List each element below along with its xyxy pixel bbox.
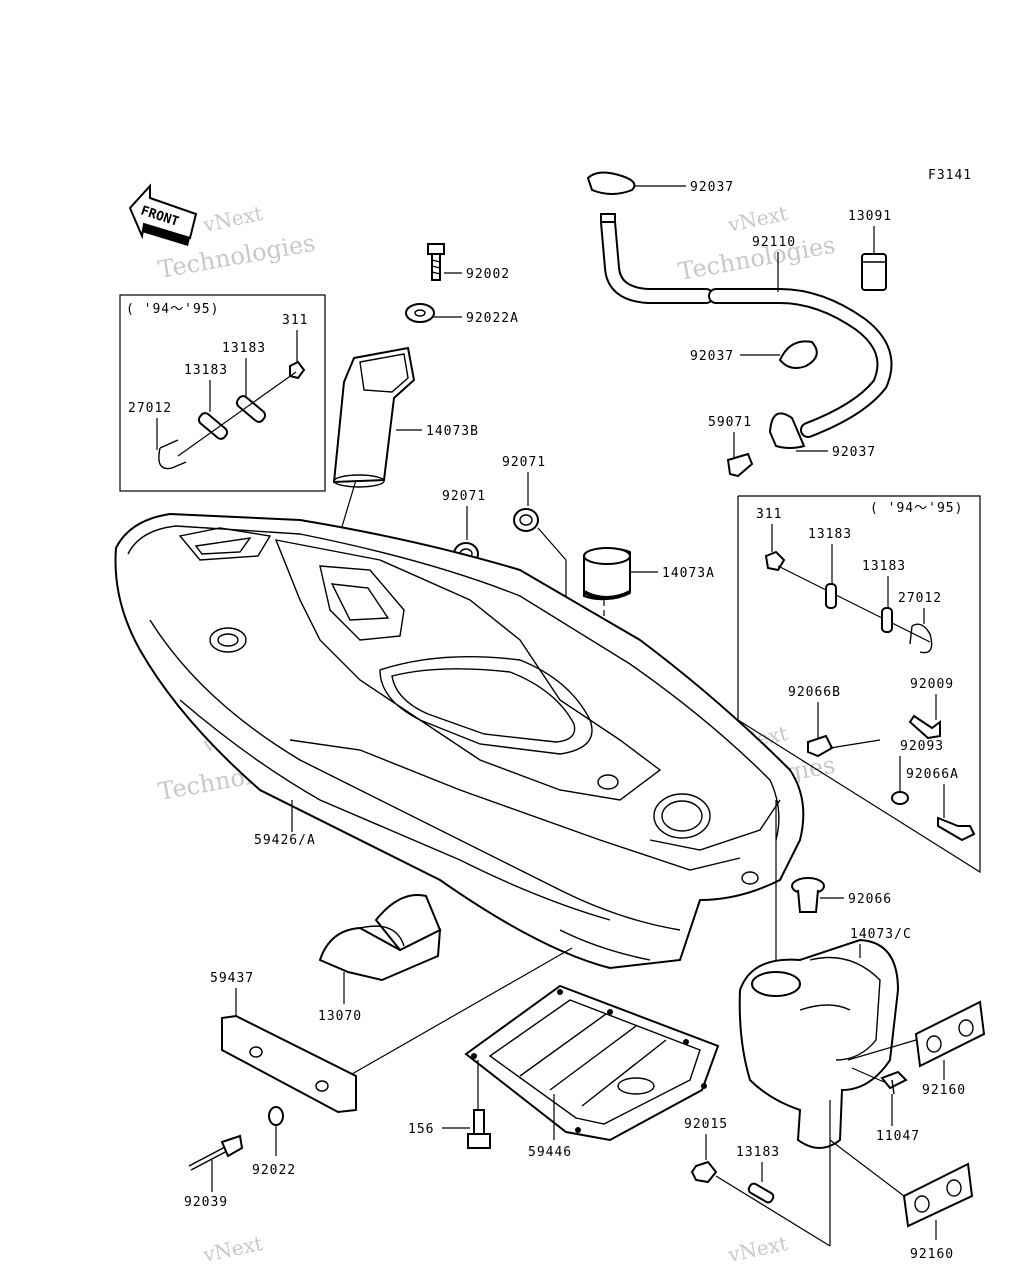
inset-box-right: ( '94～'95) 311 13183 13183 27012 92066B … <box>737 495 981 874</box>
label-59426A: 59426/A <box>254 833 316 848</box>
hose-joint-icon <box>861 253 887 291</box>
diagram-code: F3141 <box>928 168 972 183</box>
hull-body-icon <box>114 512 805 970</box>
grate-59446-icon <box>464 984 720 1142</box>
watermark-line3: vNext <box>725 201 790 237</box>
label-92110: 92110 <box>752 235 796 250</box>
u-bolt-icon <box>158 439 187 470</box>
label-13091: 13091 <box>848 209 892 224</box>
label-311-left: 311 <box>282 313 308 328</box>
plug-icon <box>937 816 976 842</box>
label-92037-low: 92037 <box>832 445 876 460</box>
watermark-line1: vNext <box>200 201 265 237</box>
grommet-92071b-icon <box>513 508 539 532</box>
nut-icon <box>289 360 306 380</box>
label-92066B: 92066B <box>788 685 841 700</box>
label-13183-right-a: 13183 <box>808 527 852 542</box>
label-59446: 59446 <box>528 1145 572 1160</box>
label-59071: 59071 <box>708 415 752 430</box>
washer-92022-icon <box>268 1106 284 1126</box>
washer-92022A-icon <box>405 303 435 323</box>
inset-box-left: ( '94～'95) 311 13183 13183 27012 <box>119 294 326 492</box>
label-13183-right-b: 13183 <box>862 559 906 574</box>
label-92015: 92015 <box>684 1117 728 1132</box>
watermark-line9: vNext <box>200 1231 265 1267</box>
nut-icon <box>764 550 786 572</box>
label-13070: 13070 <box>318 1009 362 1024</box>
label-92039: 92039 <box>184 1195 228 1210</box>
label-92071-a: 92071 <box>442 489 486 504</box>
clamp-icon <box>586 171 636 195</box>
label-92022A: 92022A <box>466 311 519 326</box>
bolt-92002-icon <box>427 243 445 281</box>
pin-92039-icon <box>188 1134 244 1171</box>
duct-14073B-icon <box>332 346 416 488</box>
cap-14073A-icon <box>583 547 631 601</box>
fitting-59071-icon <box>726 452 754 478</box>
label-92002: 92002 <box>466 267 510 282</box>
label-92160-upper: 92160 <box>922 1083 966 1098</box>
label-13183-bottom: 13183 <box>736 1145 780 1160</box>
duct-14073C-icon <box>738 938 900 1149</box>
label-27012-left: 27012 <box>128 401 172 416</box>
label-92022: 92022 <box>252 1163 296 1178</box>
label-311-right: 311 <box>756 507 782 522</box>
bolt-156-icon <box>467 1109 491 1149</box>
label-92066A: 92066A <box>906 767 959 782</box>
label-27012-right: 27012 <box>898 591 942 606</box>
grille-13070-icon <box>318 894 442 982</box>
label-14073B: 14073B <box>426 424 479 439</box>
label-59437: 59437 <box>210 971 254 986</box>
bar-59437-icon <box>221 1014 357 1114</box>
screw-icon <box>908 714 941 740</box>
front-arrow-icon: FRONT <box>128 183 198 246</box>
hose-assembly-icon <box>586 171 893 449</box>
nut-92015-icon <box>690 1160 718 1184</box>
plate-92160a-icon <box>914 1000 986 1068</box>
label-13183-left-a: 13183 <box>222 341 266 356</box>
clip-13183-icon <box>747 1182 775 1204</box>
label-14073A: 14073A <box>662 566 715 581</box>
label-156: 156 <box>408 1122 434 1137</box>
clip-icon <box>881 607 893 633</box>
watermark-line10: vNext <box>725 1231 790 1267</box>
inset-date-right: ( '94～'95) <box>870 501 963 516</box>
label-92037-top: 92037 <box>690 180 734 195</box>
plate-92160b-icon <box>902 1162 974 1228</box>
label-11047: 11047 <box>876 1129 920 1144</box>
washer-icon <box>891 791 909 805</box>
u-bolt-icon <box>909 623 933 654</box>
clip-icon <box>825 583 837 609</box>
bolt-11047-icon <box>880 1070 908 1095</box>
plug-92066-icon <box>791 877 825 913</box>
label-92066: 92066 <box>848 892 892 907</box>
label-92071-b: 92071 <box>502 455 546 470</box>
label-92160-lower: 92160 <box>910 1247 954 1262</box>
label-92009: 92009 <box>910 677 954 692</box>
clip-icon <box>235 395 267 423</box>
label-92093: 92093 <box>900 739 944 754</box>
clip-icon <box>197 412 229 440</box>
label-13183-left-b: 13183 <box>184 363 228 378</box>
label-14073C: 14073/C <box>850 927 912 942</box>
grommet-icon <box>807 734 834 758</box>
inset-date-left: ( '94～'95) <box>126 302 219 317</box>
label-92037-mid: 92037 <box>690 349 734 364</box>
